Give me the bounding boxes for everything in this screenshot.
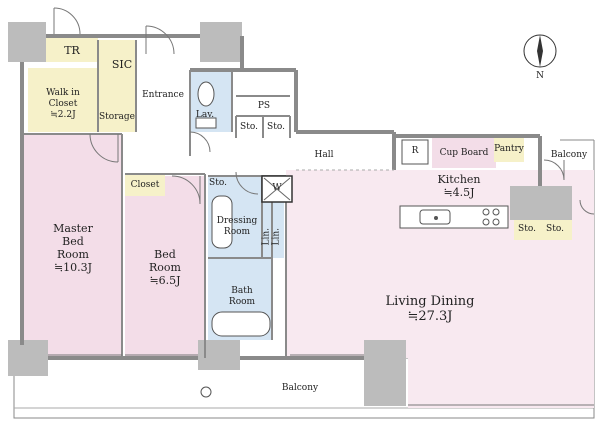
label-master-line1: Master [53,222,93,235]
label-sto-e: Sto. [546,224,564,234]
label-balcony-top: Balcony [550,150,588,160]
column-kitchen [510,186,572,220]
compass-label: N [536,71,544,81]
windows [48,354,594,406]
refrigerator-box [401,139,429,165]
label-bed-area: ≒6.5J [149,274,181,287]
label-dressing-line2: Room [223,227,251,237]
label-bath-line2: Room [228,297,256,307]
label-walk-in-closet: Walk in Closet ≒2.2J [32,88,94,121]
master-bed-room-fill [24,134,122,358]
label-entrance: Entrance [142,90,184,100]
label-tr: TR [64,44,80,57]
label-sto-b: Sto. [267,122,285,132]
label-living-area: ≒27.3J [407,309,453,324]
label-dressing-line1: Dressing [216,216,258,226]
bathtub [211,311,271,337]
label-sto-c: Sto. [209,178,227,188]
label-kitchen-area: ≒4.5J [443,186,475,199]
label-cup-board: Cup Board [439,148,489,158]
label-balcony-bottom: Balcony [281,383,319,393]
living-dining-lower-fill [408,358,594,408]
label-bath-line1: Bath [231,286,253,296]
label-bed-room: Bed Room ≒6.5J [130,248,200,287]
toilet [197,81,215,107]
label-dressing-room: Dressing Room [212,216,262,238]
label-kitchen: Kitchen ≒4.5J [424,173,494,199]
label-washer: W [272,183,282,193]
compass-icon [523,34,557,68]
label-kitchen-name: Kitchen [437,173,481,186]
label-sic: SIC [111,58,133,71]
label-master-bed-room: Master Bed Room ≒10.3J [30,222,116,274]
label-walk-in-closet-area: ≒2.2J [50,110,76,120]
drain-icon [200,386,212,398]
label-bath-room: Bath Room [212,286,272,308]
compass: N [520,33,560,83]
tr-fill [46,38,98,62]
column-bottom-right [364,340,406,406]
label-living-name: Living Dining [385,294,475,309]
closet-fill [125,174,165,196]
walk-in-closet-fill [28,68,98,132]
label-walk-in-closet-line2: Closet [48,99,78,109]
column-top-left [8,22,46,62]
pantry-fill [494,138,524,162]
washbasin [211,195,233,249]
kitchen-counter [399,205,509,229]
label-master-line2: Bed [62,235,84,248]
toilet-basin [195,117,217,129]
label-pantry: Pantry [494,144,524,154]
cup-board-fill [432,138,496,168]
label-living-dining: Living Dining ≒27.3J [370,294,490,324]
label-lin-b: Lin. [271,227,282,246]
label-walk-in-closet-line1: Walk in [46,88,80,98]
label-sto-a: Sto. [240,122,258,132]
label-ps: PS [257,101,271,111]
label-storage: Storage [99,112,135,122]
label-refrigerator: R [411,146,419,156]
sink-drain [434,216,438,220]
column-bottom-left [8,340,48,376]
bed-room-fill [125,176,205,358]
interior-walls [24,40,291,358]
kitchen-storage-fill [514,220,572,240]
label-bed-line2: Room [149,261,181,274]
column-top-middle [200,22,242,62]
label-bed-line1: Bed [154,248,176,261]
label-closet: Closet [130,180,160,190]
stove-burners [482,208,500,226]
storage-fill [98,40,136,132]
label-hall: Hall [314,150,334,160]
label-master-line3: Room [57,248,89,261]
door-swings [53,7,595,215]
label-master-area: ≒10.3J [53,261,93,274]
label-lav: Lav. [195,110,215,120]
label-sto-d: Sto. [518,224,536,234]
